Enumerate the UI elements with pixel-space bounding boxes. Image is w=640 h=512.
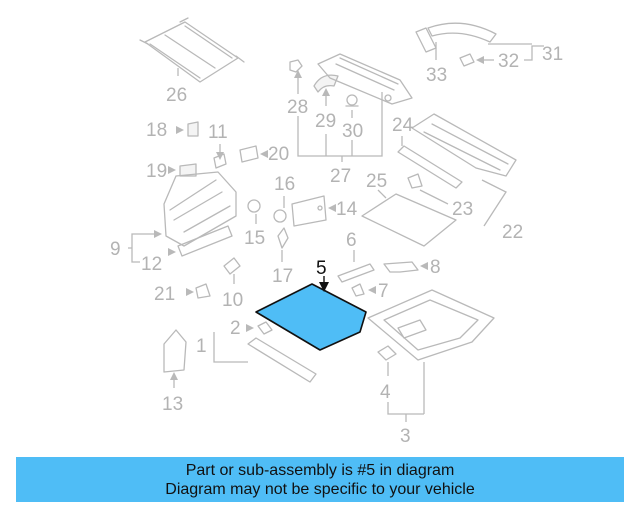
part-4-bracket bbox=[377, 345, 397, 376]
part-26-cargo-cover bbox=[139, 17, 245, 83]
callout-26: 26 bbox=[166, 85, 187, 106]
part-5-floor-mat bbox=[255, 276, 367, 351]
part-27-upper-trim bbox=[317, 53, 413, 105]
part-20-bracket bbox=[239, 145, 268, 163]
leader-27-group bbox=[297, 92, 383, 162]
part-24-strip bbox=[397, 136, 463, 189]
callout-8: 8 bbox=[430, 257, 441, 278]
part-18-bracket bbox=[176, 121, 199, 137]
part-23-clip bbox=[407, 173, 449, 205]
exploded-parts-diagram: 26 28 29 30 27 33 bbox=[110, 17, 563, 447]
callout-33: 33 bbox=[426, 65, 447, 86]
callout-14: 14 bbox=[336, 199, 358, 220]
callout-9: 9 bbox=[110, 239, 121, 260]
info-banner: Part or sub-assembly is #5 in diagram Di… bbox=[16, 457, 624, 502]
part-28-clip bbox=[289, 59, 303, 94]
callout-22: 22 bbox=[502, 222, 523, 243]
callout-19: 19 bbox=[146, 161, 167, 182]
part-32-clip bbox=[459, 43, 544, 67]
callout-1: 1 bbox=[196, 336, 207, 357]
callout-6: 6 bbox=[346, 230, 357, 251]
callout-12: 12 bbox=[141, 254, 162, 275]
callout-21: 21 bbox=[154, 284, 175, 305]
part-10-hook bbox=[223, 257, 241, 284]
part-6-bracket bbox=[337, 250, 375, 283]
callout-2: 2 bbox=[230, 318, 241, 339]
part-25-floor-board bbox=[361, 189, 457, 247]
callout-11: 11 bbox=[208, 122, 228, 143]
callout-24: 24 bbox=[392, 115, 414, 136]
part-19-bracket bbox=[168, 163, 197, 177]
leader-3 bbox=[387, 402, 424, 422]
part-22-rear-trim bbox=[411, 113, 517, 227]
banner-line-2: Diagram may not be specific to your vehi… bbox=[165, 481, 475, 498]
part-3-cargo-tray bbox=[367, 289, 495, 414]
callout-13: 13 bbox=[162, 394, 183, 415]
callout-25: 25 bbox=[366, 171, 387, 192]
part-12-trim-strip bbox=[168, 225, 233, 257]
callout-16: 16 bbox=[274, 174, 295, 195]
part-7-clip bbox=[351, 283, 376, 297]
part-16-fastener bbox=[273, 196, 287, 223]
callout-32: 32 bbox=[498, 51, 519, 72]
callout-29: 29 bbox=[315, 111, 336, 132]
part-8-hook bbox=[383, 261, 428, 273]
part-15-fastener bbox=[247, 199, 261, 224]
callout-18: 18 bbox=[146, 120, 167, 141]
callout-3: 3 bbox=[400, 426, 411, 447]
callout-10: 10 bbox=[222, 290, 243, 311]
part-21-clip bbox=[186, 283, 211, 299]
callout-31: 31 bbox=[542, 44, 563, 65]
leader-9 bbox=[128, 233, 154, 263]
callout-20: 20 bbox=[268, 144, 289, 165]
part-9-quarter-trim bbox=[154, 171, 237, 247]
part-1-sill-plate bbox=[213, 332, 317, 383]
part-2-clip bbox=[246, 321, 273, 335]
callout-15: 15 bbox=[244, 228, 265, 249]
callout-4: 4 bbox=[380, 382, 391, 403]
callout-27: 27 bbox=[330, 166, 351, 187]
part-30-fastener bbox=[345, 94, 359, 118]
callout-28: 28 bbox=[287, 97, 308, 118]
callout-7: 7 bbox=[378, 281, 389, 302]
callout-30: 30 bbox=[342, 121, 363, 142]
banner-line-1: Part or sub-assembly is #5 in diagram bbox=[185, 462, 455, 479]
callout-23: 23 bbox=[452, 199, 473, 220]
callout-5: 5 bbox=[316, 258, 327, 279]
part-11-bracket bbox=[213, 144, 227, 169]
callout-17: 17 bbox=[272, 266, 293, 287]
part-17-clip bbox=[277, 227, 289, 262]
part-14-cover bbox=[291, 195, 336, 227]
part-13-pillar-trim bbox=[163, 329, 187, 388]
part-33-trim-strip bbox=[415, 22, 497, 60]
